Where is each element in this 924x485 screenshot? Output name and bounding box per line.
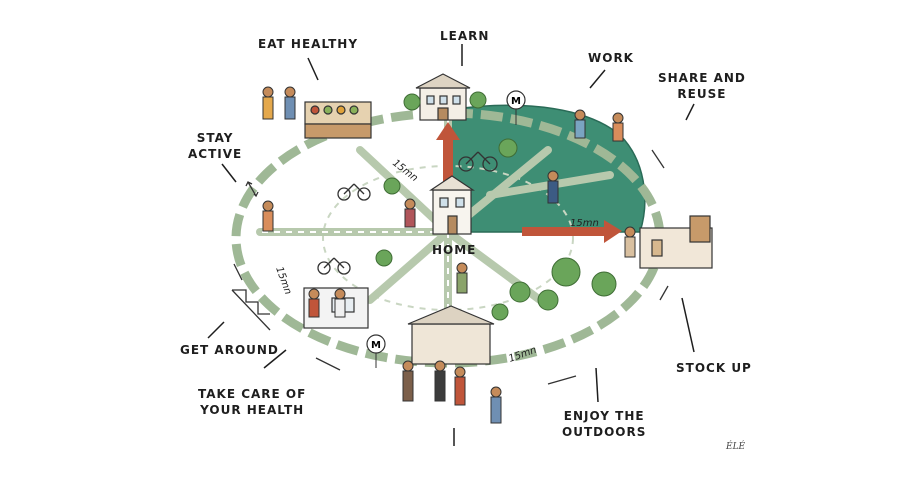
leader-lines — [207, 44, 695, 446]
distance-label-w: 15mn — [273, 265, 293, 296]
svg-text:M: M — [371, 340, 381, 351]
bicycle-icons — [317, 151, 498, 275]
artist-signature: ÉLÉ — [726, 442, 746, 452]
market-stall-icon — [304, 101, 372, 139]
arrow-right — [522, 220, 622, 243]
school-building-icon — [415, 73, 471, 121]
stairs-icon — [231, 289, 271, 331]
label-learn: LEARN — [440, 29, 490, 43]
shop-icon — [639, 215, 713, 269]
distance-label-e: 15mn — [570, 218, 599, 229]
metro-sign-icon: M — [506, 90, 526, 125]
two-way-arrows — [233, 149, 669, 385]
label-home: HOME — [432, 243, 477, 257]
metro-sign-icon: M — [366, 334, 386, 368]
home-building-icon — [429, 175, 475, 235]
trees — [375, 91, 617, 321]
svg-text:M: M — [511, 96, 521, 107]
distance-label-s: 15mn — [507, 345, 538, 365]
label-get-around: GET AROUND — [180, 343, 279, 357]
community-hall-icon — [407, 305, 495, 365]
label-work: WORK — [588, 51, 634, 65]
people — [262, 86, 636, 424]
label-eat-healthy: EAT HEALTHY — [258, 37, 359, 51]
arrow-up — [436, 122, 460, 202]
label-stock-up: STOCK UP — [676, 361, 752, 375]
